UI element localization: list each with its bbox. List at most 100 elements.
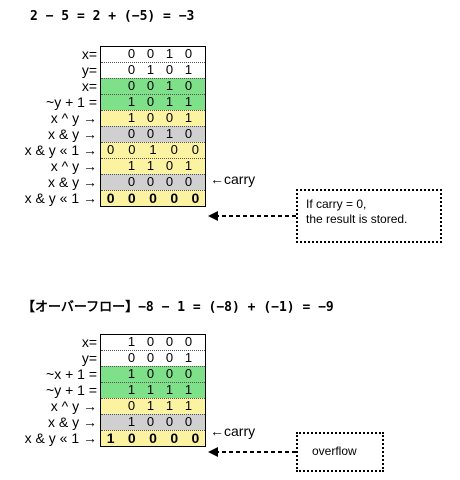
bit-value: 0 xyxy=(127,398,136,413)
bit-value: 0 xyxy=(165,334,174,349)
row-separator xyxy=(101,174,205,175)
row-separator xyxy=(101,190,205,191)
bit-value: 0 xyxy=(165,110,174,125)
row-label: ~x + 1 = xyxy=(46,366,97,382)
title-overflow: 【オーバーフロー】−8 − 1 = (−8) + (−1) = −9 xyxy=(22,300,334,315)
row-separator xyxy=(101,398,205,399)
bit-value: 0 xyxy=(127,126,136,141)
bit-value: 1 xyxy=(184,62,193,77)
row-label: x & y « 1 → xyxy=(24,190,97,206)
bit-value: 1 xyxy=(127,158,136,173)
bit-value: 0 xyxy=(128,142,136,157)
bit-value: 1 xyxy=(127,382,136,397)
bit-value: 0 xyxy=(184,46,193,61)
row-separator xyxy=(101,78,205,79)
bit-value: 1 xyxy=(165,382,174,397)
bit-value: 0 xyxy=(146,350,155,365)
bit-value: 0 xyxy=(184,78,193,93)
bit-value: 1 xyxy=(127,94,136,109)
bit-value: 1 xyxy=(184,350,193,365)
bit-value: 0 xyxy=(170,190,179,206)
row-separator xyxy=(101,414,205,415)
row-separator xyxy=(101,430,205,431)
bit-value: 1 xyxy=(146,382,155,397)
bit-value: 0 xyxy=(146,46,155,61)
row-separator xyxy=(101,158,205,159)
bit-value: 1 xyxy=(184,94,193,109)
bit-value: 1 xyxy=(165,398,174,413)
bit-value: 0 xyxy=(146,366,155,381)
bit-value: 0 xyxy=(106,142,115,157)
bit-value: 0 xyxy=(127,350,136,365)
row-label: y= xyxy=(81,62,97,78)
bit-value: 1 xyxy=(146,158,155,173)
note-line-1: If carry = 0, xyxy=(306,197,367,211)
row-separator xyxy=(101,382,205,383)
bit-value: 0 xyxy=(106,190,115,206)
arrow-head-1 xyxy=(208,211,218,221)
bit-value: 0 xyxy=(146,78,155,93)
bit-value: 1 xyxy=(184,382,193,397)
title-subtraction: 2 − 5 = 2 + (−5) = −3 xyxy=(30,9,195,24)
bit-value: 0 xyxy=(149,190,157,206)
row-separator xyxy=(101,126,205,127)
bit-value: 0 xyxy=(165,158,174,173)
row-separator xyxy=(101,110,205,111)
bit-value: 0 xyxy=(165,174,174,189)
note-overflow: overflow xyxy=(296,432,384,472)
bit-value: 0 xyxy=(184,366,193,381)
bit-value: 1 xyxy=(146,398,155,413)
bit-value: 1 xyxy=(127,366,136,381)
row-separator xyxy=(101,142,205,143)
row-label: x= xyxy=(81,78,97,94)
bit-value: 0 xyxy=(127,174,136,189)
bit-value: 0 xyxy=(127,190,136,206)
bit-value: 1 xyxy=(165,46,174,61)
bit-value: 1 xyxy=(127,414,136,429)
bit-value: 0 xyxy=(146,126,155,141)
row-label: x & y → xyxy=(47,174,97,190)
bit-value: 0 xyxy=(184,414,193,429)
carry-label-1: ←carry xyxy=(210,171,256,187)
bit-value: 1 xyxy=(184,110,193,125)
bit-value: 0 xyxy=(146,334,155,349)
bit-value: 0 xyxy=(127,78,136,93)
arrow-head-2 xyxy=(208,447,218,457)
row-label: x & y → xyxy=(47,126,97,142)
note-carry-zero: If carry = 0, the result is stored. xyxy=(296,189,442,243)
bit-value: 0 xyxy=(149,430,157,446)
note-line-2: the result is stored. xyxy=(306,212,408,226)
row-label: x & y → xyxy=(47,414,97,430)
bit-value: 0 xyxy=(127,430,136,446)
bit-value: 0 xyxy=(191,142,200,157)
bit-value: 0 xyxy=(165,62,174,77)
row-label: x ^ y → xyxy=(50,158,97,174)
row-label: x ^ y → xyxy=(50,110,97,126)
bit-value: 0 xyxy=(146,110,155,125)
bit-value: 0 xyxy=(127,46,136,61)
bit-value: 0 xyxy=(191,190,200,206)
bit-value: 0 xyxy=(184,126,193,141)
row-separator xyxy=(101,62,205,63)
